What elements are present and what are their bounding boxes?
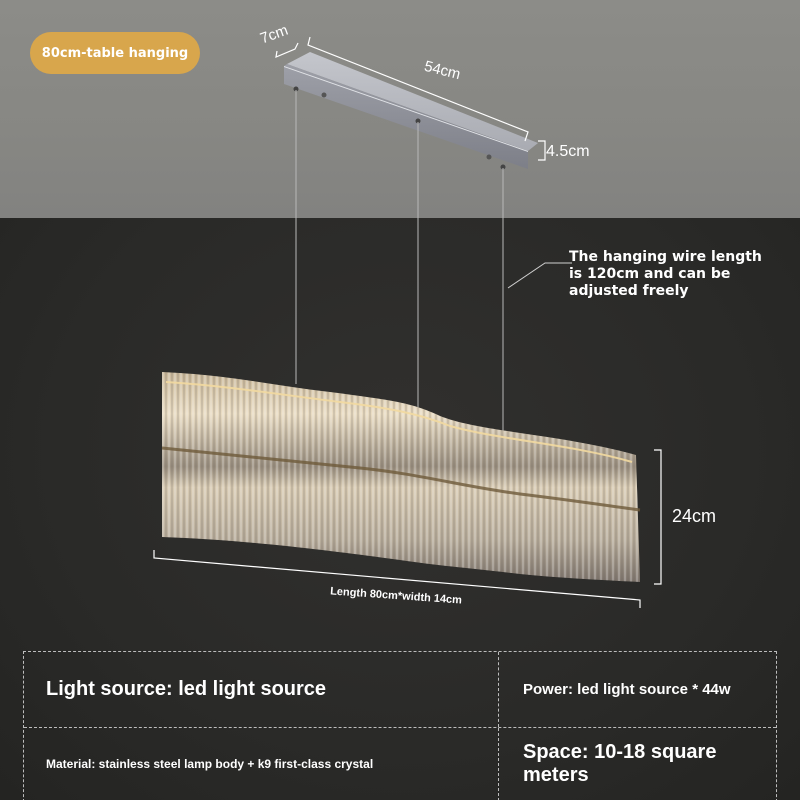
canopy-dimension-lines: [275, 36, 546, 161]
spec-row: Material: stainless steel lamp body + k9…: [24, 726, 776, 800]
spec-power: Power: led light source * 44w: [523, 680, 731, 698]
canopy-height-label: 4.5cm: [546, 143, 590, 160]
wire-length-note: The hanging wire length is 120cm and can…: [569, 249, 762, 299]
fixture-dimension-lines: [153, 449, 662, 608]
wire-note-leader: [507, 262, 572, 289]
size-badge: 80cm-table hanging: [30, 32, 200, 74]
hanging-wires: [295, 90, 504, 432]
size-badge-label: 80cm-table hanging: [41, 45, 189, 61]
spec-row: Light source: led light source Power: le…: [24, 652, 776, 727]
crystal-chandelier: [161, 372, 641, 582]
spec-table: Light source: led light source Power: le…: [23, 651, 777, 800]
spec-space: Space: 10-18 square meters: [523, 741, 717, 787]
fixture-height-label: 24cm: [672, 506, 717, 526]
spec-light-source: Light source: led light source: [24, 652, 499, 727]
spec-material: Material: stainless steel lamp body + k9…: [24, 727, 499, 800]
ceiling-canopy: [284, 52, 538, 170]
